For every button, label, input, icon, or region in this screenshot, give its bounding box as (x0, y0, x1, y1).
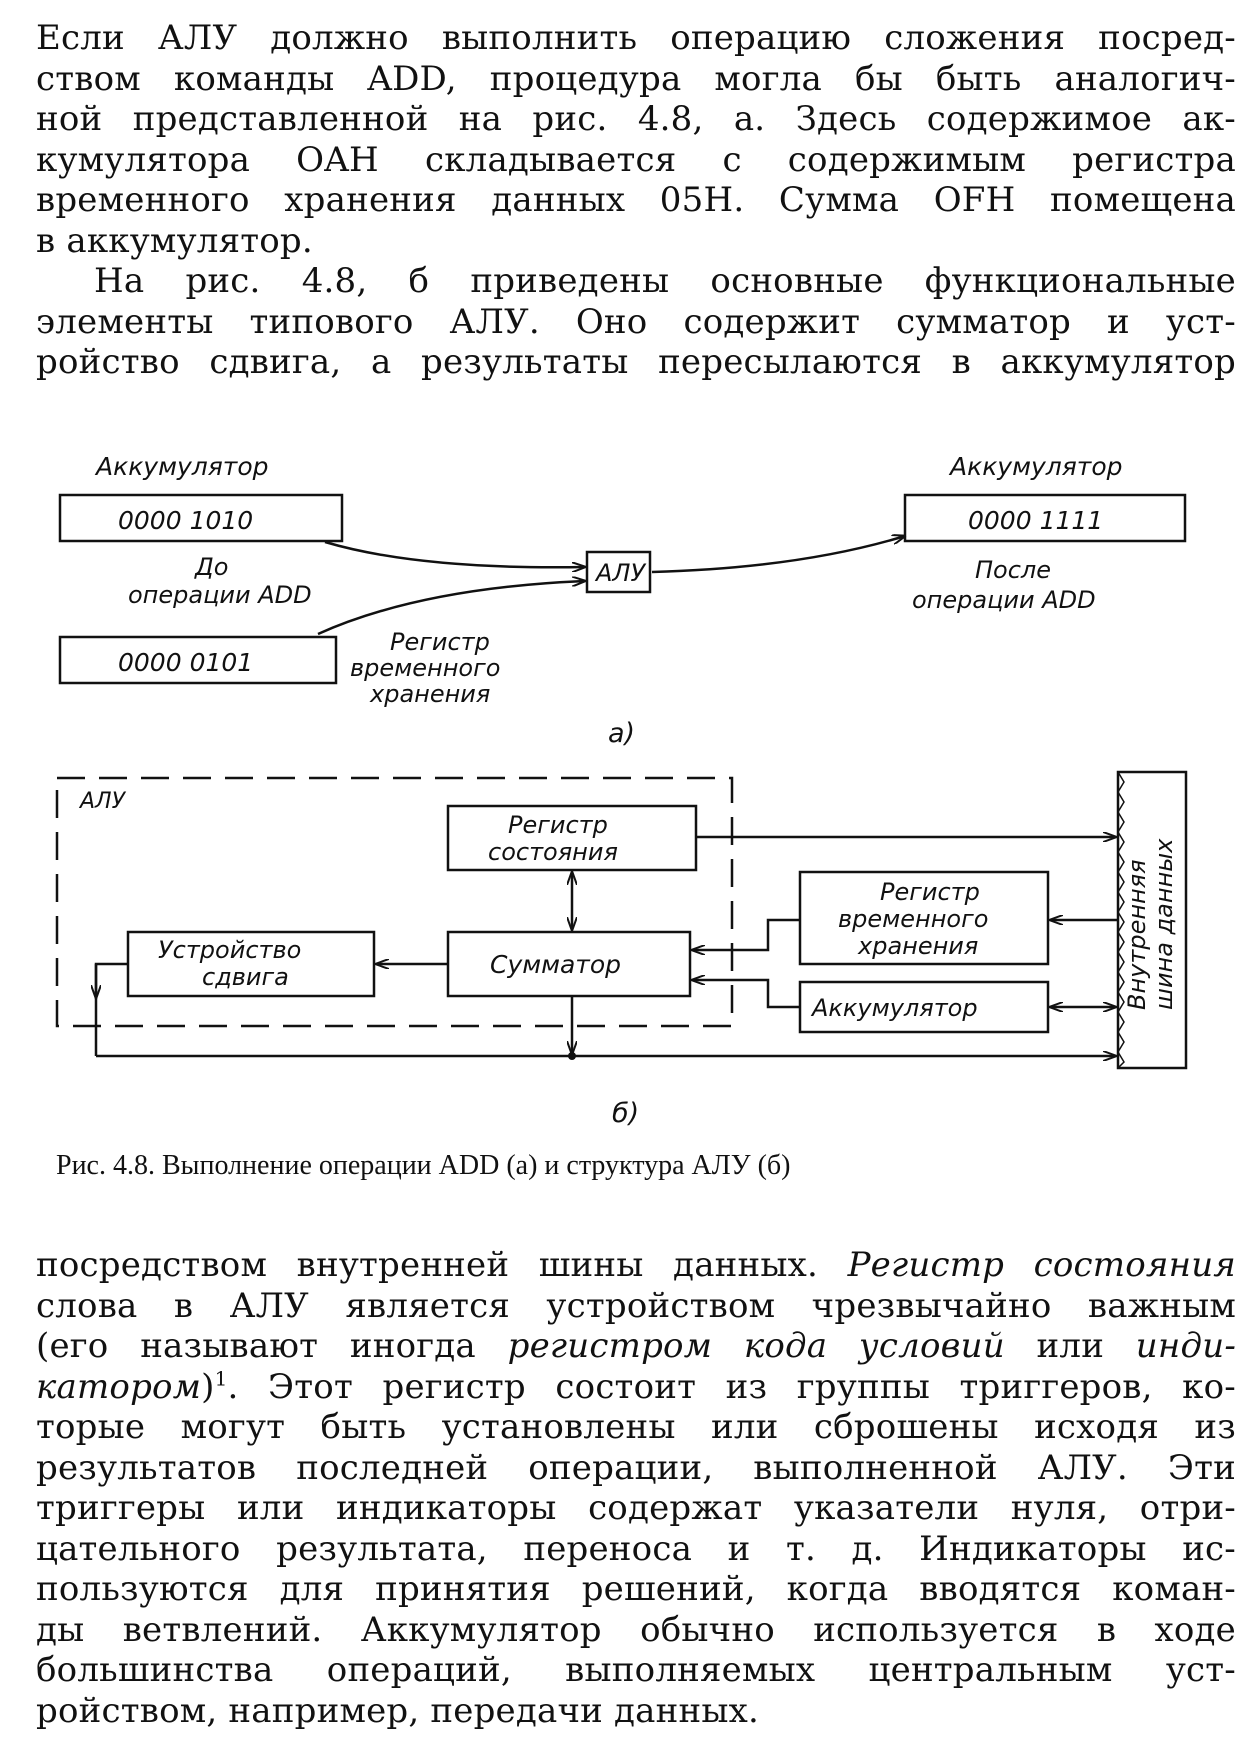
text-line: катором)1. Этот регистр состоит из групп… (36, 1367, 1236, 1408)
text-run: посредством внутренней шины данных. (36, 1245, 819, 1285)
tmp-register-line2: временного (838, 905, 988, 933)
text-line: результатов последней операции, выполнен… (36, 1447, 1236, 1488)
tmp-value: 0000 0101 (118, 648, 253, 677)
alu-frame-label: АЛУ (78, 789, 127, 814)
text-line: ройством, например, передачи данных. (36, 1690, 759, 1731)
tmp-register-line3: хранения (857, 932, 978, 960)
tmp-register-box (798, 870, 1050, 966)
figure-b: АЛУ Регистр состояния Сумматор Устройств… (55, 770, 1188, 1129)
tmp-register-line1: Регистр (880, 878, 980, 906)
bus-edge-wave (1117, 771, 1125, 1069)
term-status-register: Регистр состояния (847, 1245, 1236, 1285)
shifter-line1: Устройство (158, 936, 301, 964)
tmp-label-line3: хранения (369, 680, 490, 708)
figure-a: Аккумулятор 0000 1010 Аккумулятор 0000 1… (58, 452, 1187, 749)
text-line: триггеры или индикаторы содержат указате… (36, 1488, 1236, 1528)
figure-4-8: Аккумулятор 0000 1010 Аккумулятор 0000 1… (55, 452, 1188, 1129)
text-run: (его называют иногда (36, 1326, 476, 1366)
after-op-line2: операции ADD (912, 586, 1096, 614)
text-line: торые могут быть установлены или сброшен… (36, 1407, 1236, 1447)
alu-frame (55, 776, 734, 1028)
before-op-line2: операции ADD (128, 581, 312, 609)
text-line: слова в АЛУ является устройством чрезвыч… (36, 1285, 1236, 1326)
sublabel-a: а) (608, 718, 635, 749)
text-line: большинства операций, выполняемых центра… (36, 1650, 1236, 1690)
arrow-alu-to-acc (651, 536, 905, 574)
figure-caption: Рис. 4.8. Выполнение операции ADD (а) и … (56, 1150, 791, 1181)
line-shifter-to-result (94, 962, 128, 1056)
paragraph-bottom: посредством внутренней шины данных. Реги… (36, 1245, 1236, 1731)
text-line: На рис. 4.8, б приведены основные функци… (94, 261, 1236, 301)
text-run: или (1036, 1326, 1105, 1366)
alu-label-a: АЛУ (594, 559, 646, 587)
text-line: (его называют иногда регистром кода усло… (36, 1326, 1236, 1367)
text-line: пользуются для принятия решений, когда в… (36, 1569, 1236, 1609)
text-line: Если АЛУ должно выполнить операцию сложе… (36, 18, 1236, 58)
tmp-label-line1: Регистр (390, 628, 490, 656)
text-line: ством команды ADD, процедура могла бы бы… (36, 58, 1236, 99)
text-line: ройство сдвига, а результаты пересылаютс… (36, 342, 1236, 382)
tmp-label-line2: временного (350, 654, 500, 682)
arrow-acc-to-alu (324, 540, 585, 567)
text-line: элементы типового АЛУ. Оно содержит сумм… (36, 301, 1236, 342)
after-op-line1: После (975, 556, 1051, 584)
before-op-line1: До (194, 553, 228, 581)
text-line: в аккумулятор. (36, 220, 313, 261)
term-indicator: инди- (1135, 1326, 1236, 1366)
status-register-line2: состояния (488, 838, 618, 866)
bus-label-line1: Внутренняя (1123, 859, 1151, 1010)
acc-before-value: 0000 1010 (118, 506, 253, 535)
footnote-marker: 1 (214, 1366, 228, 1391)
term-condition-code-register: регистром кода условий (507, 1326, 1005, 1366)
arrow-acc-to-adder (692, 980, 800, 1009)
text-run: ) (201, 1366, 215, 1407)
acc-after-box (903, 493, 1187, 543)
accumulator-label: Аккумулятор (810, 994, 978, 1022)
acc-after-value: 0000 1111 (968, 506, 1103, 535)
sublabel-b: б) (612, 1098, 639, 1129)
shifter-line2: сдвига (202, 963, 289, 991)
text-line: временного хранения данных 05H. Сумма OF… (36, 180, 1236, 220)
acc-after-label: Аккумулятор (948, 452, 1123, 481)
paragraph-top: Если АЛУ должно выполнить операцию сложе… (36, 18, 1236, 383)
bus-label-line2: шина данных (1150, 838, 1178, 1010)
text-line: посредством внутренней шины данных. Реги… (36, 1245, 1236, 1286)
acc-before-box (58, 493, 344, 543)
text-line: ной представленной на рис. 4.8, а. Здесь… (36, 99, 1236, 139)
text-line: кумулятора OAH складывается с содержимым… (36, 139, 1236, 180)
arrow-tmp-to-adder (692, 918, 800, 950)
text-line: ды ветвлений. Аккумулятор обычно использ… (36, 1609, 1236, 1650)
tmp-box (58, 635, 338, 685)
acc-before-label: Аккумулятор (94, 452, 269, 481)
text-run: . Этот регистр состоит из группы триггер… (227, 1366, 1236, 1407)
text-line: цательного результата, переноса и т. д. … (36, 1528, 1236, 1569)
alu-box-a (585, 550, 652, 594)
term-indicator-end: катором (36, 1366, 202, 1407)
status-register-line1: Регистр (508, 811, 608, 839)
arrow-tmp-to-alu (317, 581, 585, 636)
adder-label: Сумматор (490, 950, 621, 979)
